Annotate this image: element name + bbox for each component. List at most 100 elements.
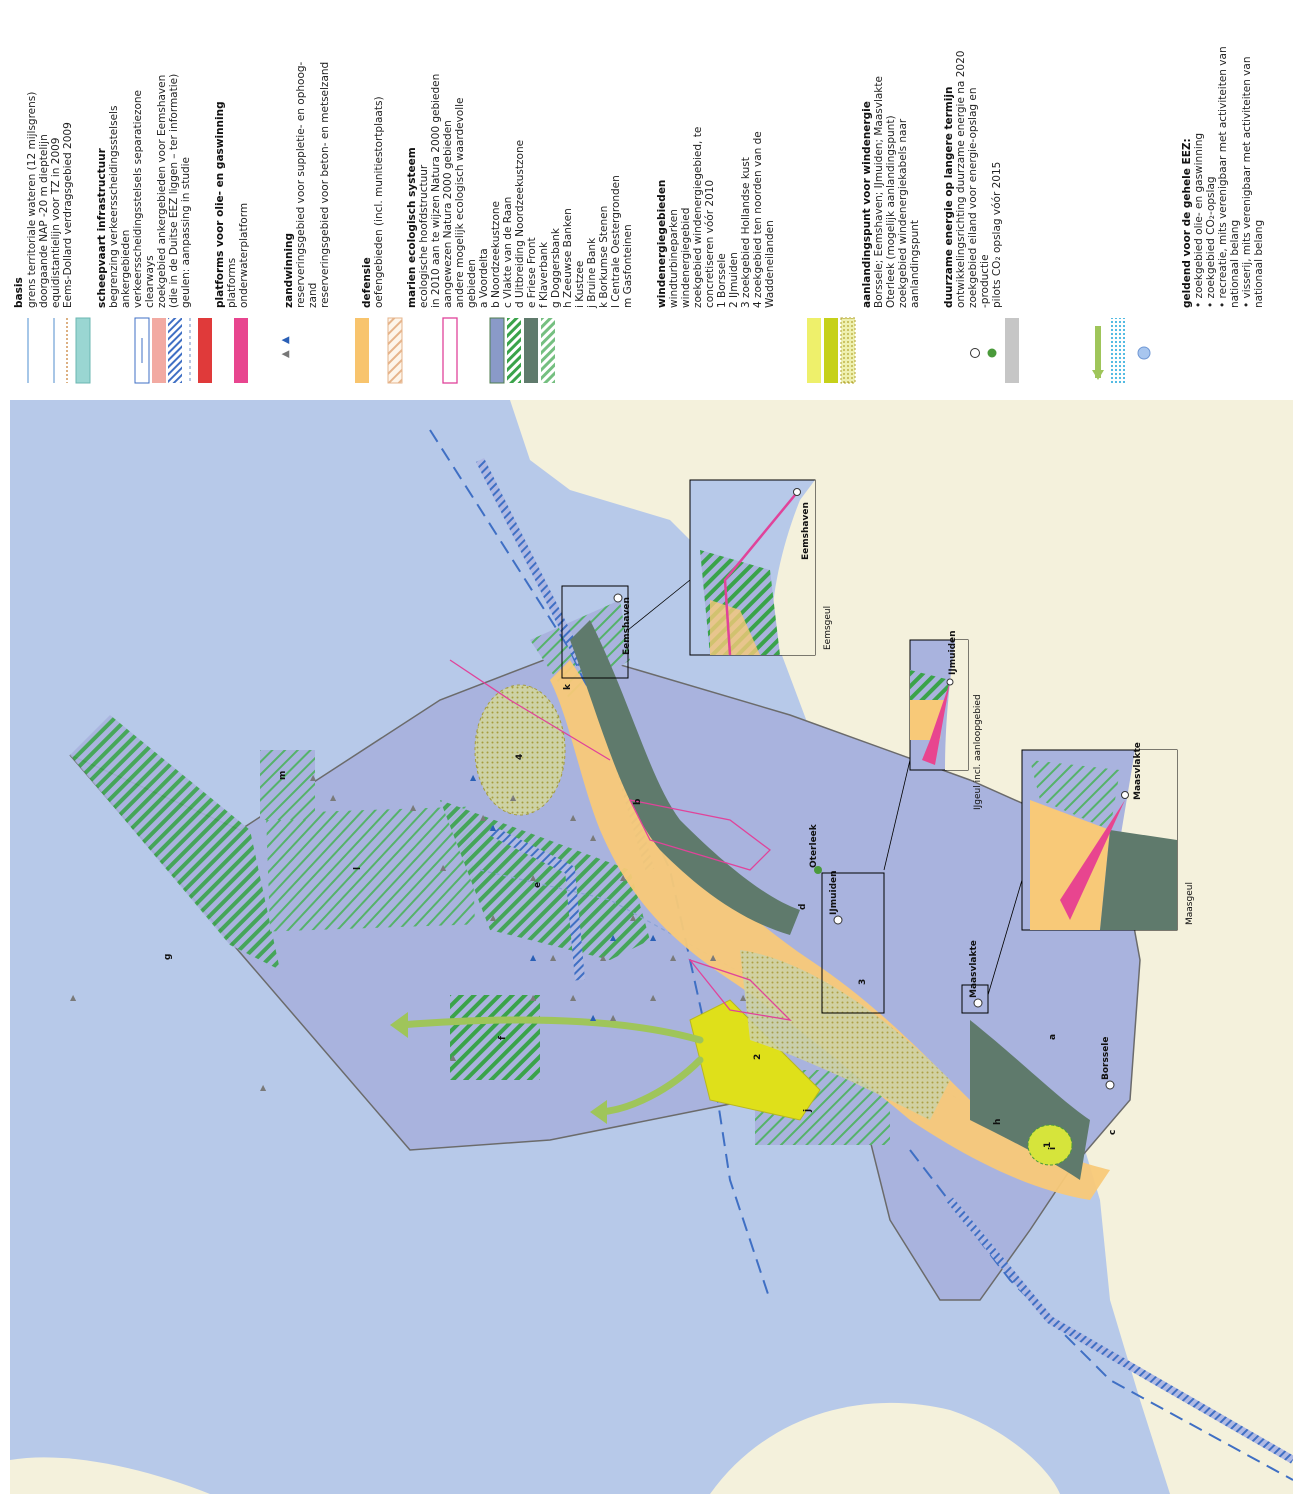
land-east-anglia [10, 1457, 210, 1494]
development-arrow-west [396, 1016, 704, 1044]
legend-scheepvaart-item: ankergebieden [120, 230, 132, 308]
svg-text:▲: ▲ [70, 993, 77, 1002]
defense-area-3 [449, 659, 611, 761]
legend-platforms-title: platforms voor olie- en gaswinning [214, 101, 226, 308]
legend-marien-title: marien ecologisch systeem [406, 147, 418, 308]
legend-aanlanding-item: aanlandingspunt [909, 220, 921, 308]
legend-scheepvaart-item: zoekgebied ankergebieden voor Eemshaven [156, 75, 168, 308]
svg-text:▲: ▲ [310, 773, 317, 782]
legend-basis-item: doorgaande NAP -20 m dieptelijn [38, 134, 50, 308]
legend-marien-item: ecologische hoofdstructuur [418, 164, 430, 308]
legend-geldend-item: • zoekgebied olie- en gaswinning [1193, 133, 1205, 308]
label-eemshaven: Eemshaven [622, 597, 632, 655]
area-b-noordzeekustzone [570, 620, 800, 935]
svg-text:▲: ▲ [440, 863, 447, 872]
swatch-co2-pilot [1137, 346, 1151, 360]
legend-geldend-item: • zoekgebied CO₂-opslag [1205, 176, 1217, 308]
legend-wind-zone: 3 zoekgebied Hollandse kust [740, 157, 752, 308]
legend-scheepvaart-title: scheepvaart infrastructuur [96, 147, 108, 308]
inset-maasvlakte-label: Maasvlakte [1133, 742, 1143, 800]
label-ijmuiden: IJmuiden [829, 870, 839, 915]
area-letter-f: f [498, 1036, 508, 1040]
svg-text:▲: ▲ [570, 993, 577, 1002]
landing-point-borssele [1105, 1080, 1115, 1090]
legend-marien-area: a Voordelta [478, 248, 490, 308]
area-letter-k: k [563, 683, 573, 690]
label-maasvlakte: Maasvlakte [969, 940, 979, 998]
legend-basis-item: grens territoriale wateren (12 mijlsgren… [26, 92, 38, 308]
legend-aanlanding-item: Borssele; Eemshaven; IJmuiden; Maasvlakt… [873, 76, 885, 308]
swatch-ehs [489, 317, 505, 384]
legend-marien-area: e Friese Front [526, 237, 538, 308]
legend-aanlanding-title: aanlandingspunt voor windenergie [861, 101, 873, 308]
legend-marien-item: aangewezen Natura 2000 gebieden [442, 120, 454, 308]
swatch-defense-area [442, 317, 458, 384]
legend-marien-area: k Borkumse Stenen [598, 206, 610, 308]
svg-text:▲: ▲ [620, 873, 627, 882]
legend-text: basis grens territoriale wateren (12 mij… [13, 46, 1265, 309]
svg-text:▲: ▲ [530, 993, 537, 1002]
legend-scheepvaart-item: (die in de Duitse EEZ liggen – ter infor… [168, 74, 180, 308]
svg-text:▲: ▲ [530, 953, 537, 962]
area-l-oestergronden [265, 806, 475, 932]
legend-scheepvaart-item: clearways [144, 255, 156, 308]
zone-number-1: 1 [1043, 1142, 1053, 1148]
legend-marien-item: andere mogelijk ecologisch waardevolle [454, 97, 466, 308]
landing-point-ijmuiden [833, 915, 843, 925]
area-letter-m: m [278, 771, 288, 780]
zone-number-3: 3 [858, 979, 868, 985]
legend-duurzaam-title: duurzame energie op langere termijn [943, 87, 955, 308]
area-e-friese-front [440, 800, 650, 960]
svg-text:▲: ▲ [740, 993, 747, 1002]
swatch-development-arrow [1095, 326, 1101, 378]
legend-duurzaam-item: zoekgebied eiland voor energie-opslag en [967, 87, 979, 308]
legend-defensie-item: oefengebieden (incl. munitiestortplaats) [373, 96, 385, 308]
svg-text:▲: ▲ [610, 1013, 617, 1022]
wind-area-2-ijmuiden [689, 999, 821, 1121]
inset-ijmuiden: IJmuiden IJgeul incl. aanloopgebied [909, 630, 983, 810]
swatch-wind-search [840, 317, 856, 384]
swatch-landing-point [970, 348, 980, 358]
legend-marien-area: c Vlakte van de Raan [502, 197, 514, 308]
legend-scheepvaart-item: verkeersscheidingsstelsels separatiezone [132, 90, 144, 308]
inset-eemshaven-label: Eemshaven [801, 502, 811, 560]
svg-text:▲: ▲ [470, 773, 477, 782]
svg-text:▲: ▲ [410, 803, 417, 812]
swatch-suppletion-sand [355, 318, 369, 383]
area-letter-g: g [163, 954, 173, 960]
svg-text:▲: ▲ [530, 873, 537, 882]
legend-marien-area: i Kustzee [574, 261, 586, 308]
svg-text:▲: ▲ [650, 993, 657, 1002]
legend-wind-zone: 2 IJmuiden [728, 252, 740, 308]
legend-wind-title: windenergiegebieden [656, 180, 668, 308]
svg-text:▲: ▲ [550, 953, 557, 962]
legend-wind-item: windenergiegebied [680, 208, 692, 308]
svg-text:▲: ▲ [490, 823, 497, 832]
legend-wind-item: concretiseren vóór 2010 [704, 180, 716, 308]
swatch-anchorage-eemshaven [198, 318, 212, 383]
swatch-concrete-sand [387, 317, 403, 384]
legend-zandwinning-title: zandwinning [283, 233, 295, 308]
area-letter-j: j [803, 1109, 813, 1113]
tss-lane-south [909, 1149, 1293, 1481]
label-oterleek: Oterleek [809, 823, 819, 868]
swatch-eems-dollard [75, 317, 91, 384]
legend-duurzaam-item: -productie [979, 254, 991, 308]
zone-number-4: 4 [515, 754, 525, 760]
swatch-wind-parks [807, 318, 821, 383]
map-legend: ▲ ▲ basis grens territoriale wateren (12… [13, 46, 1265, 384]
legend-geldend-item: • visserij, mits verenigbaar met activit… [1241, 57, 1253, 309]
landing-point-oterleek [814, 866, 822, 874]
place-labels: Eemshaven Oterleek IJmuiden Maasvlakte B… [622, 597, 1111, 1080]
legend-marien-area: h Zeeuwse Banken [562, 208, 574, 308]
area-letter-d: d [798, 904, 808, 910]
legend-aanlanding-item: Oterleek (mogelijk aanlandingspunt) [885, 115, 897, 308]
landing-point-maasvlakte [973, 998, 983, 1008]
legend-duurzaam-item: pilots CO₂ opslag vóór 2015 [991, 162, 1003, 308]
legend-wind-zone: Waddeneilanden [764, 220, 776, 308]
legend-basis-item: Eems-Dollard verdragsgebied 2009 [62, 122, 74, 308]
area-letters: a b c d e f g h i j k l m [163, 683, 1118, 1150]
area-letter-a: a [1048, 1034, 1058, 1040]
swatch-anchorage [152, 318, 166, 383]
swatch-separation-zone [168, 318, 182, 383]
